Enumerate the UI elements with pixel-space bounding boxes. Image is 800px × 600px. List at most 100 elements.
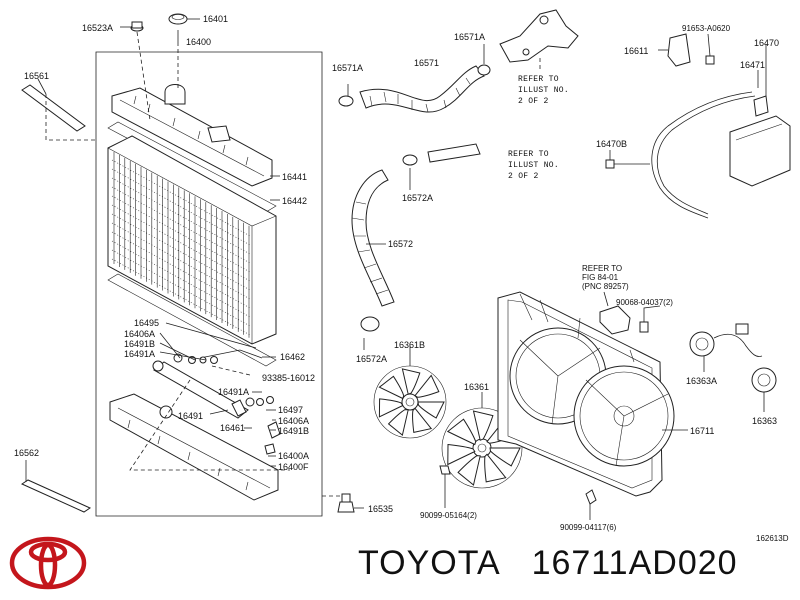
fan-motor-b — [751, 367, 777, 412]
bolt-16535 — [322, 493, 364, 513]
bracket-16611 — [658, 33, 715, 67]
label-16400A: 16400A — [278, 451, 309, 461]
core-tube — [111, 204, 251, 282]
svg-text:2 OF 2: 2 OF 2 — [508, 172, 539, 181]
toyota-logo — [9, 536, 87, 590]
core-tube — [111, 222, 251, 300]
core-tube — [111, 249, 251, 327]
label-16711: 16711 — [690, 426, 714, 436]
core-tube — [111, 195, 251, 273]
lower-water-pipe — [402, 143, 481, 190]
core-tube — [111, 177, 251, 255]
svg-text:REFER TO: REFER TO — [508, 150, 549, 159]
label-16462: 16462 — [280, 352, 305, 362]
cooling-fan-small — [373, 365, 447, 439]
label-16491A-left: 16491A — [124, 349, 155, 359]
fan-blade — [378, 375, 405, 400]
label-91653-A0620: 91653-A0620 — [682, 24, 731, 33]
upper-hose — [338, 44, 491, 113]
label-16562: 16562 — [14, 448, 39, 458]
shroud-screws — [585, 305, 661, 520]
core-tube — [111, 168, 251, 246]
fan-blade — [447, 443, 476, 466]
fittings-left — [173, 353, 218, 364]
label-16491B-right: 16491B — [278, 426, 309, 436]
core-tube — [111, 186, 251, 264]
label-16523A: 16523A — [82, 23, 113, 33]
label-16471: 16471 — [740, 60, 765, 70]
svg-text:FIG 84-01: FIG 84-01 — [582, 273, 619, 282]
fan-blade — [489, 447, 521, 467]
label-16400F: 16400F — [278, 462, 309, 472]
svg-text:ILLUST NO.: ILLUST NO. — [518, 86, 569, 95]
label-90099-05164: 90099-05164(2) — [420, 511, 477, 520]
radiator-cap — [168, 13, 200, 25]
label-16561: 16561 — [24, 71, 49, 81]
label-16363: 16363 — [752, 416, 777, 426]
label-16571A-right: 16571A — [454, 32, 485, 42]
fan-blade — [387, 409, 409, 436]
fan-blade — [472, 410, 494, 441]
label-16442: 16442 — [282, 196, 307, 206]
core-tube — [111, 213, 251, 291]
seal-strip-upper — [21, 78, 96, 141]
label-16470B: 16470B — [596, 139, 627, 149]
label-93385-16012: 93385-16012 — [262, 373, 315, 383]
label-16401: 16401 — [203, 14, 228, 24]
fan-blade — [401, 368, 421, 395]
label-16572A-bottom: 16572A — [356, 354, 387, 364]
label-16572: 16572 — [388, 239, 413, 249]
part-number: 16711AD020 — [531, 544, 738, 582]
label-16363A: 16363A — [686, 376, 717, 386]
clip-16470B — [605, 150, 650, 169]
svg-text:(PNC 89257): (PNC 89257) — [582, 282, 629, 291]
lower-gasket — [107, 273, 277, 367]
fan-blade — [412, 407, 433, 434]
label-16400: 16400 — [186, 37, 211, 47]
label-90068-04037: 90068-04037(2) — [616, 298, 673, 307]
label-16571A-left: 16571A — [332, 63, 363, 73]
fan-blade — [446, 418, 477, 446]
upper-tank — [111, 84, 273, 187]
label-16535: 16535 — [368, 504, 393, 514]
lower-hose — [351, 169, 395, 350]
fan-blade — [457, 455, 481, 486]
brand-part-number: TOYOTA 16711AD020 — [358, 544, 738, 583]
oil-cooler-pipe — [152, 349, 263, 419]
label-16361: 16361 — [464, 382, 489, 392]
reserve-hose — [651, 91, 756, 219]
fan-blade — [414, 374, 440, 398]
part-labels: 16523A 16401 16400 16561 16441 16442 164… — [14, 14, 789, 543]
fan-shroud — [497, 291, 688, 497]
brand-name: TOYOTA — [358, 544, 501, 582]
core-tube — [111, 258, 251, 336]
label-16361B: 16361B — [394, 340, 425, 350]
radiator-group-frame — [95, 51, 323, 517]
lower-tank — [109, 393, 279, 501]
label-16406A-right: 16406A — [278, 416, 309, 426]
radiator-core — [107, 135, 277, 345]
label-16571: 16571 — [414, 58, 439, 68]
label-16491B-left: 16491B — [124, 339, 155, 349]
core-tube — [111, 231, 251, 309]
label-16611: 16611 — [624, 46, 648, 56]
label-90099-04117: 90099-04117(6) — [560, 523, 617, 532]
label-16461: 16461 — [220, 423, 245, 433]
fan-blade — [417, 401, 445, 419]
svg-text:2 OF 2: 2 OF 2 — [518, 97, 549, 106]
core-tube — [111, 240, 251, 318]
core-tube — [111, 159, 251, 237]
fan-motor-a — [689, 323, 763, 372]
drain-plug-top — [120, 21, 144, 32]
label-16495: 16495 — [134, 318, 159, 328]
seal-strip-lower — [20, 460, 92, 513]
fan-relay-connector: REFER TO FIG 84-01 (PNC 89257) — [582, 264, 631, 335]
label-16491: 16491 — [178, 411, 203, 421]
label-16441: 16441 — [282, 172, 307, 182]
leaders-left — [129, 30, 290, 471]
label-16491A-right: 16491A — [218, 387, 249, 397]
svg-text:REFER TO: REFER TO — [518, 75, 559, 84]
fan-nut — [439, 465, 451, 508]
reserve-tank — [729, 44, 791, 187]
